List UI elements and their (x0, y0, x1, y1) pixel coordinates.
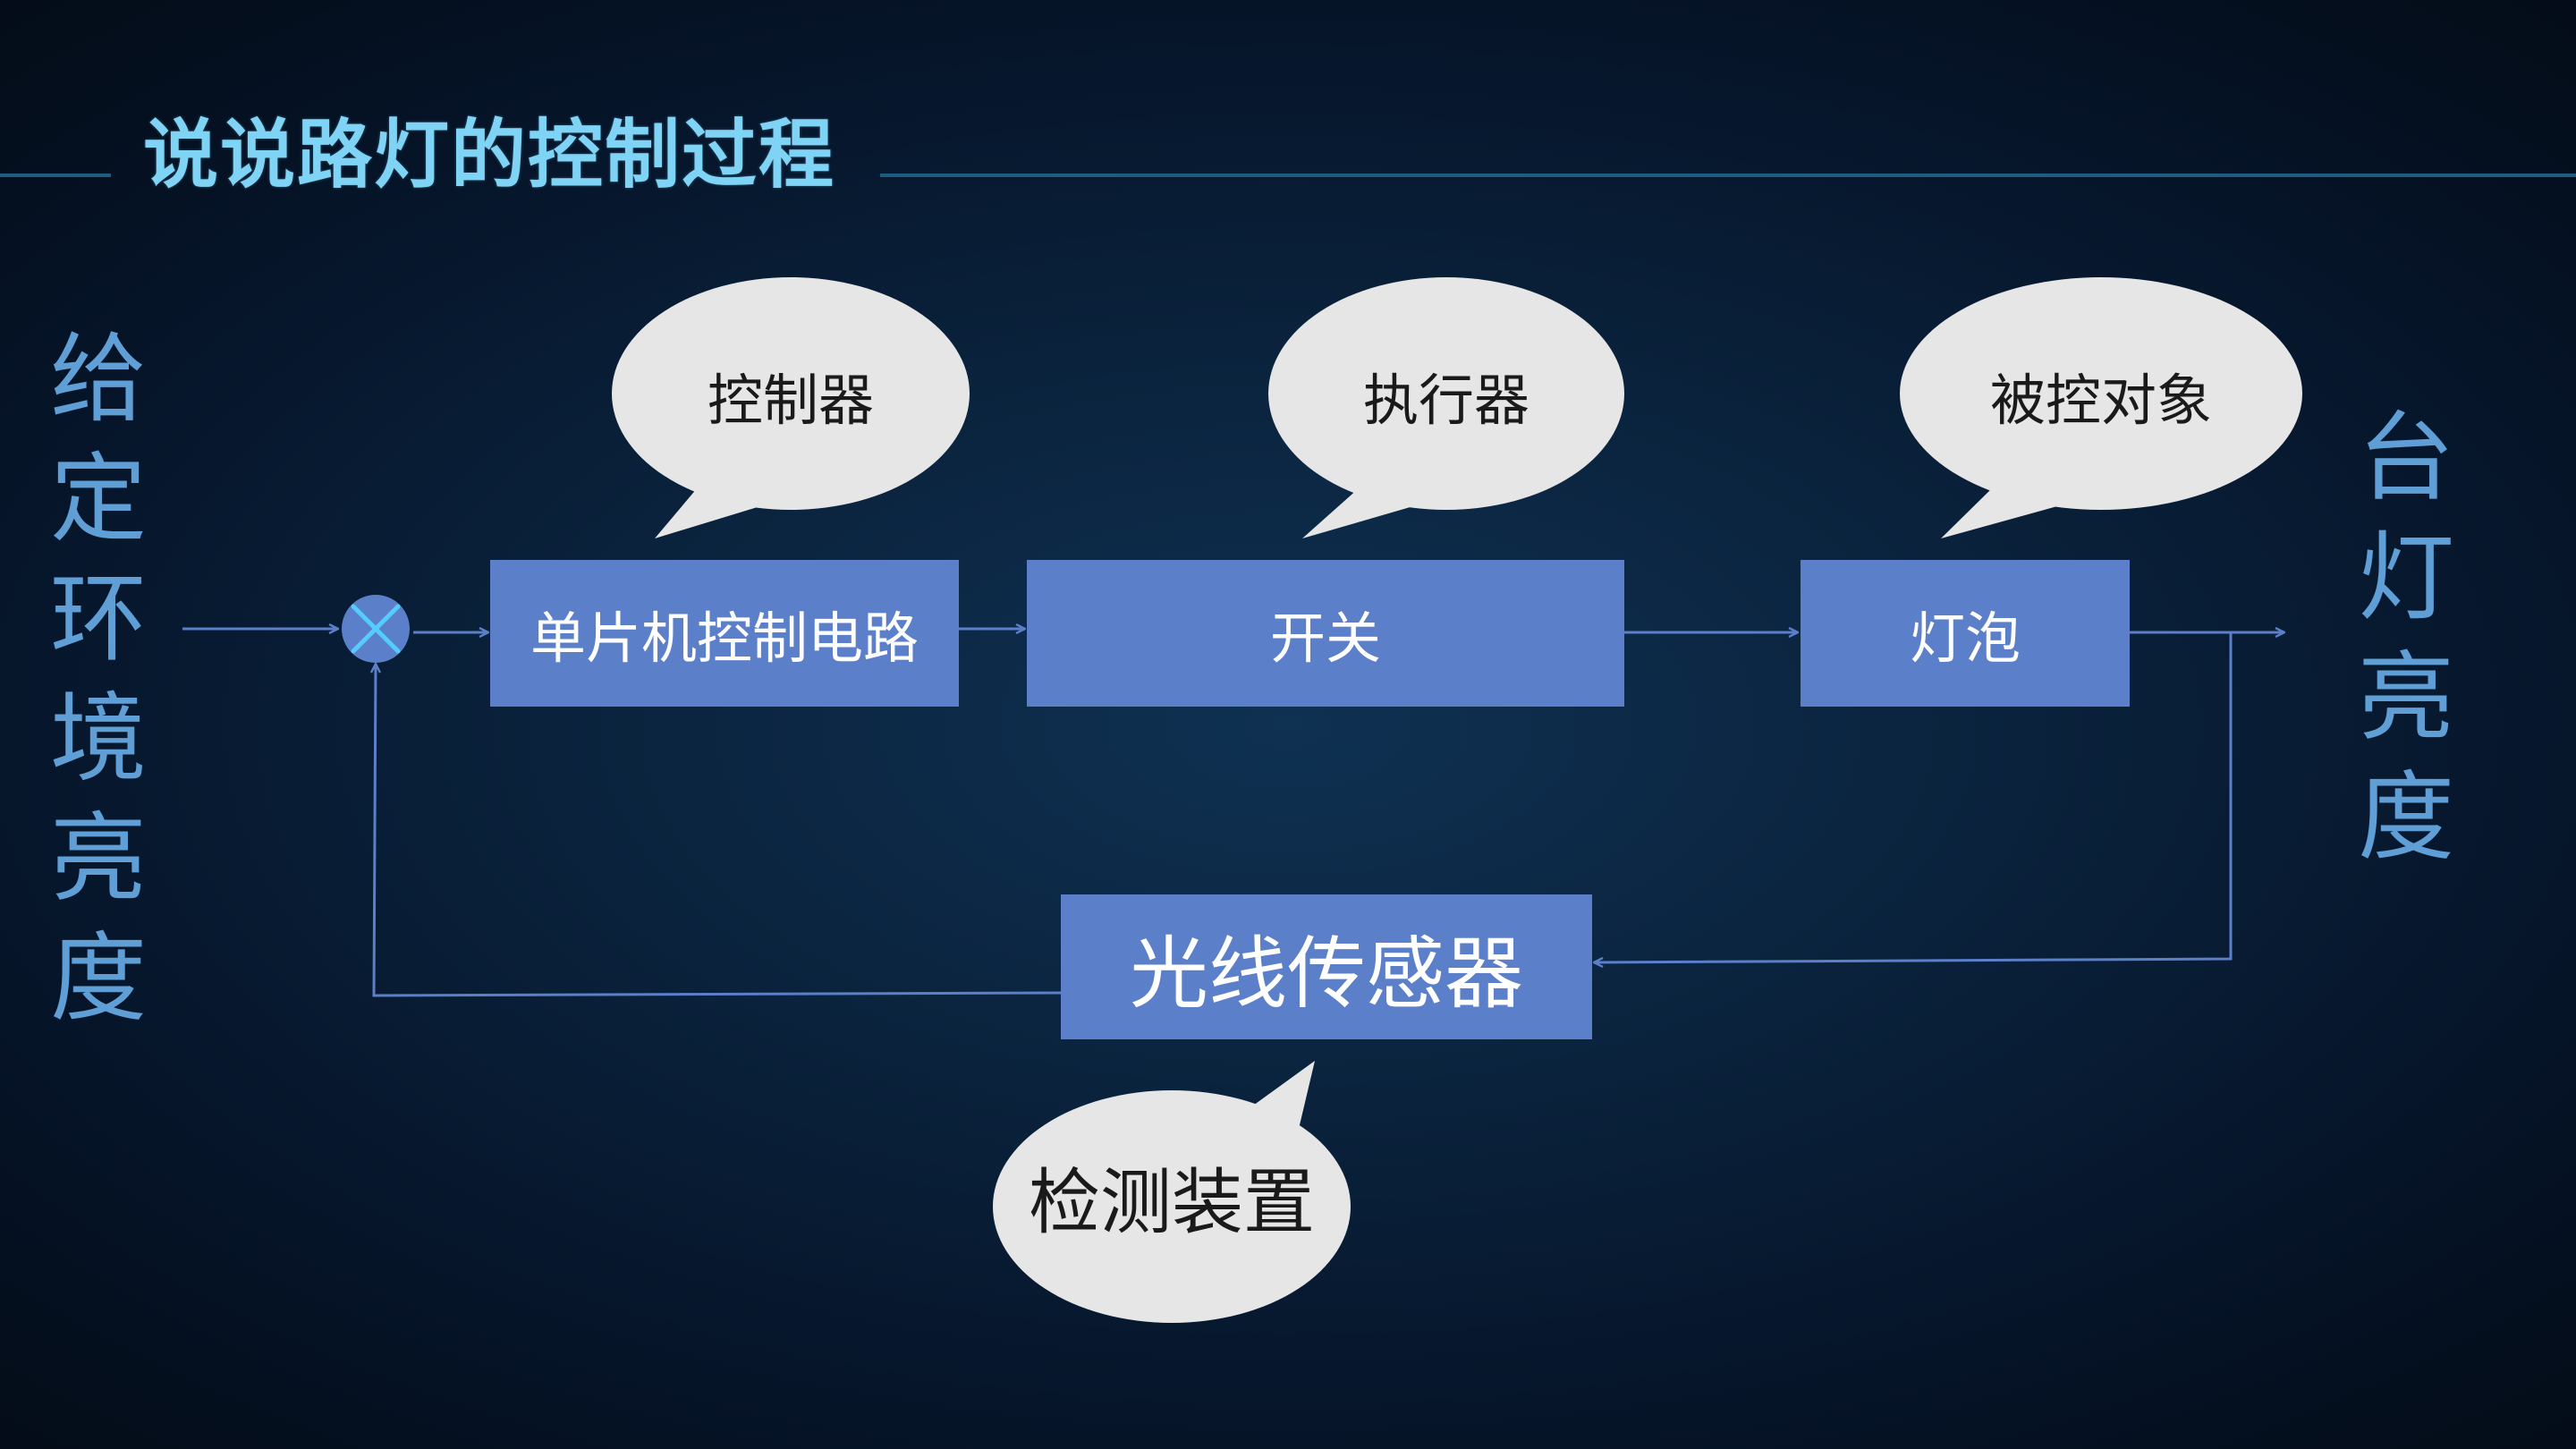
callout-bubble-controller (612, 277, 970, 538)
block-controller-circuit: 单片机控制电路 (490, 560, 959, 707)
block-switch: 开关 (1027, 560, 1624, 707)
slide-title: 说说路灯的控制过程 (143, 111, 836, 199)
callout-bubble-plant (1900, 277, 2302, 538)
callout-text-detector: 检测装置 (1029, 1161, 1315, 1244)
output-label-lamp-brightness: 台 灯 亮 度 (2357, 402, 2454, 874)
summing-junction (342, 595, 410, 663)
callout-bubble-detector (993, 1061, 1351, 1323)
callout-text-controller: 控制器 (707, 368, 874, 433)
callout-text-plant: 被控对象 (1989, 368, 2212, 433)
callout-bubble-actuator (1268, 277, 1624, 538)
callout-text-actuator: 执行器 (1362, 368, 1530, 433)
block-bulb: 灯泡 (1801, 560, 2130, 707)
feedback-path-to-sensor (1594, 632, 2233, 962)
feedback-path-to-junction (374, 664, 1062, 997)
block-light-sensor: 光线传感器 (1061, 894, 1592, 1039)
input-label-given-brightness: 给 定 环 境 亮 度 (49, 324, 147, 1035)
